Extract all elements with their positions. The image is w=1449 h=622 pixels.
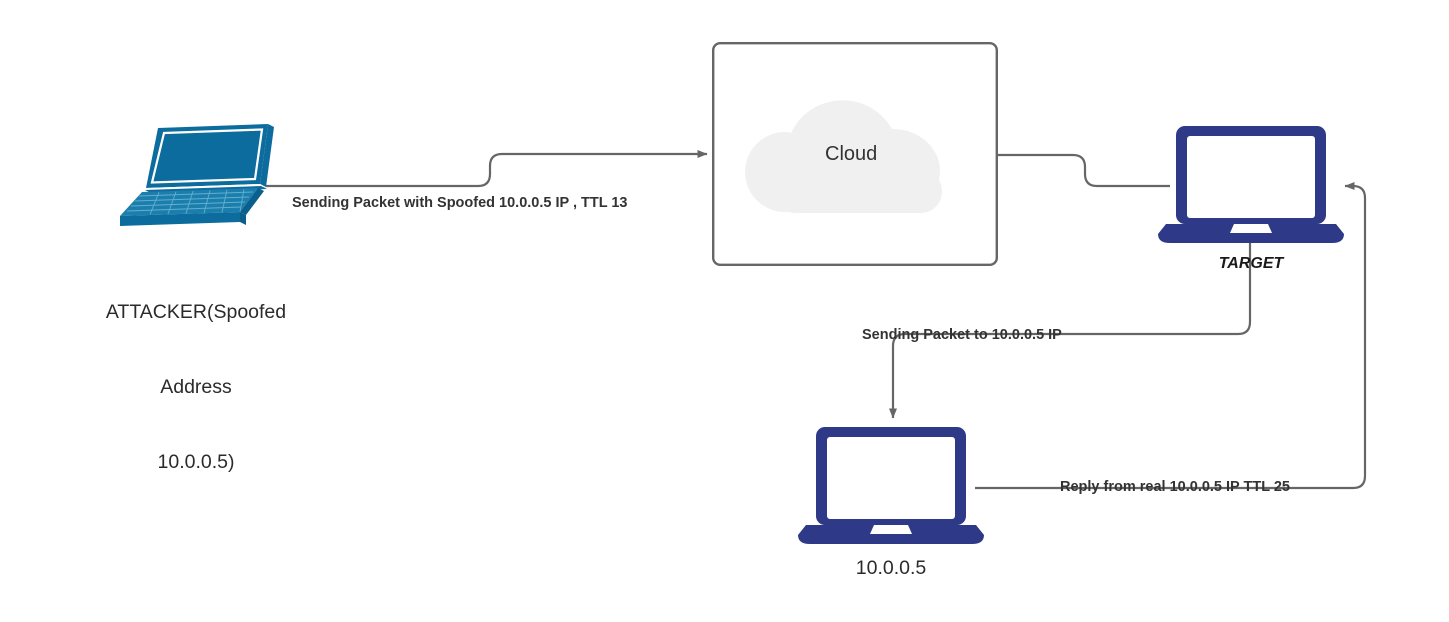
wire-attacker-to-cloud — [262, 150, 708, 188]
attacker-label-line1: ATTACKER(Spoofed — [105, 301, 287, 323]
attacker-label: ATTACKER(Spoofed Address 10.0.0.5) — [60, 250, 332, 525]
laptop-icon — [798, 427, 984, 544]
target-label: TARGET — [1218, 255, 1284, 272]
cloud-icon — [745, 100, 942, 213]
attacker-label-line3: 10.0.0.5) — [157, 451, 235, 473]
cloud-box — [712, 42, 999, 267]
cloud-node[interactable]: Cloud — [712, 42, 999, 267]
wire-cloud-to-target — [998, 153, 1170, 188]
wire-target-to-real-host — [889, 243, 1252, 419]
isometric-laptop-icon — [120, 124, 274, 226]
cloud-label: Cloud — [825, 143, 878, 165]
wire-label-real-host-to-target: Reply from real 10.0.0.5 IP TTL 25 — [1060, 479, 1290, 495]
laptop-icon — [1158, 126, 1344, 243]
attacker-label-line2: Address — [160, 376, 232, 398]
wire-label-target-to-real-host: Sending Packet to 10.0.0.5 IP — [862, 327, 1062, 343]
real-host-label: 10.0.0.5 — [855, 557, 927, 579]
wire-real-host-to-target — [975, 182, 1367, 490]
wire-label-attacker-to-cloud: Sending Packet with Spoofed 10.0.0.5 IP … — [292, 195, 628, 211]
